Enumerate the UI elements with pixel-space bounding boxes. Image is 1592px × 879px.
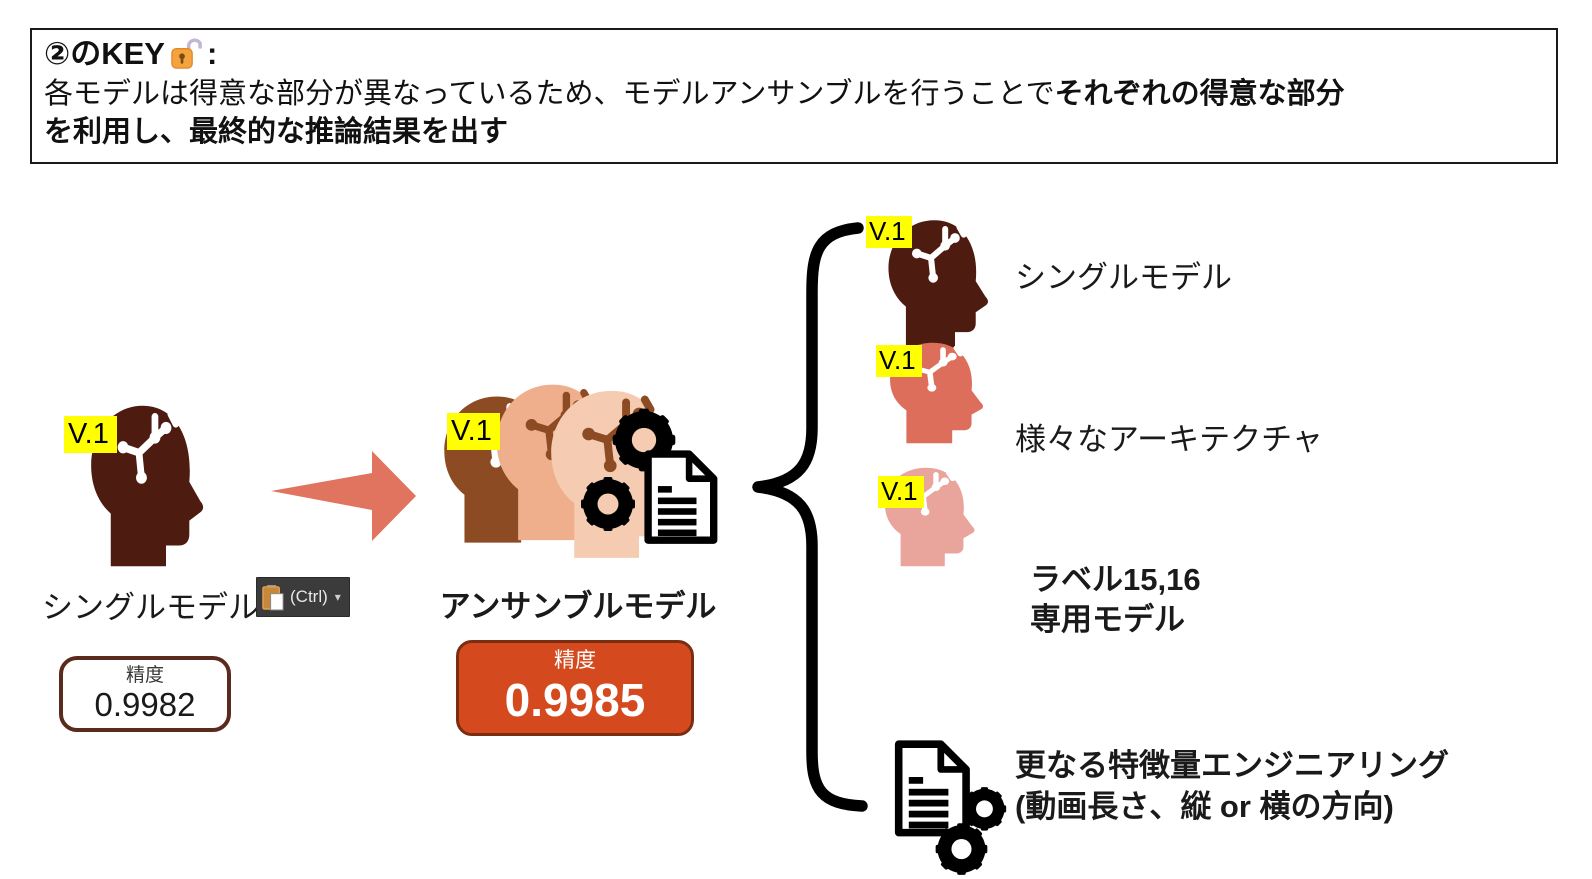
- branch-feature-engineering-label: 更なる特徴量エンジニアリング (動画長さ、縦 or 横の方向): [1015, 745, 1449, 827]
- accuracy-value: 0.9985: [504, 674, 646, 726]
- single-model-label: シングルモデル: [42, 590, 259, 625]
- branch-single-version-tag: V.1: [866, 216, 912, 249]
- key-title-text: ②のKEY: [44, 36, 165, 71]
- feature-engineering-line2: (動画長さ、縦 or 横の方向): [1015, 789, 1394, 824]
- key-message-box: ②のKEY : 各モデルは得意な部分が異なっているため、モデルアンサンブルを行う…: [30, 28, 1558, 164]
- document-icon: [648, 454, 714, 540]
- key-title-row: ②のKEY :: [44, 33, 1544, 75]
- key-body-line1: 各モデルは得意な部分が異なっているため、モデルアンサンブルを行うことでそれぞれの…: [44, 75, 1544, 113]
- gear-icon: [962, 787, 1007, 831]
- ensemble-model-icon: [444, 384, 738, 558]
- key-body-regular: 各モデルは得意な部分が異なっているため、モデルアンサンブルを行うことで: [44, 78, 1055, 110]
- feature-engineering-line1: 更なる特徴量エンジニアリング: [1015, 748, 1449, 783]
- branch-architecture-label: 様々なアーキテクチャ: [1015, 422, 1323, 457]
- ensemble-version-tag: V.1: [447, 413, 500, 451]
- paste-options-popup[interactable]: (Ctrl) ▾: [256, 577, 350, 617]
- accuracy-caption: 精度: [125, 665, 164, 686]
- single-model-accuracy-badge: 精度 0.9982: [59, 656, 231, 732]
- ensemble-accuracy-badge: 精度 0.9985: [456, 640, 694, 736]
- gear-icon: [935, 823, 988, 875]
- accuracy-caption: 精度: [554, 649, 596, 672]
- accuracy-value: 0.9982: [94, 686, 196, 723]
- right-arrow-icon: [271, 451, 416, 541]
- clipboard-paste-icon: [262, 584, 284, 610]
- ensemble-model-label: アンサンブルモデル: [439, 589, 717, 624]
- single-model-version-tag: V.1: [64, 416, 117, 454]
- branch-label-model-line1: ラベル15,16: [1030, 562, 1201, 597]
- curly-brace: [752, 222, 868, 812]
- key-title-colon: :: [207, 36, 218, 71]
- unlocked-padlock-icon: [171, 38, 202, 69]
- paste-popup-label: (Ctrl): [290, 587, 328, 606]
- feature-engineering-doc-icon: [883, 733, 1007, 875]
- branch-label-model-version-tag: V.1: [878, 476, 924, 509]
- key-body-emphasis: それぞれの得意な部分: [1054, 78, 1345, 110]
- branch-single-label: シングルモデル: [1015, 260, 1232, 295]
- key-body-line2: を利用し、最終的な推論結果を出す: [44, 116, 509, 148]
- branch-label-model-label: ラベル15,16 専用モデル: [1030, 560, 1201, 640]
- paste-dropdown-arrow-icon[interactable]: ▾: [334, 590, 341, 604]
- branch-architecture-version-tag: V.1: [876, 345, 922, 378]
- branch-label-model-line2: 専用モデル: [1030, 602, 1185, 637]
